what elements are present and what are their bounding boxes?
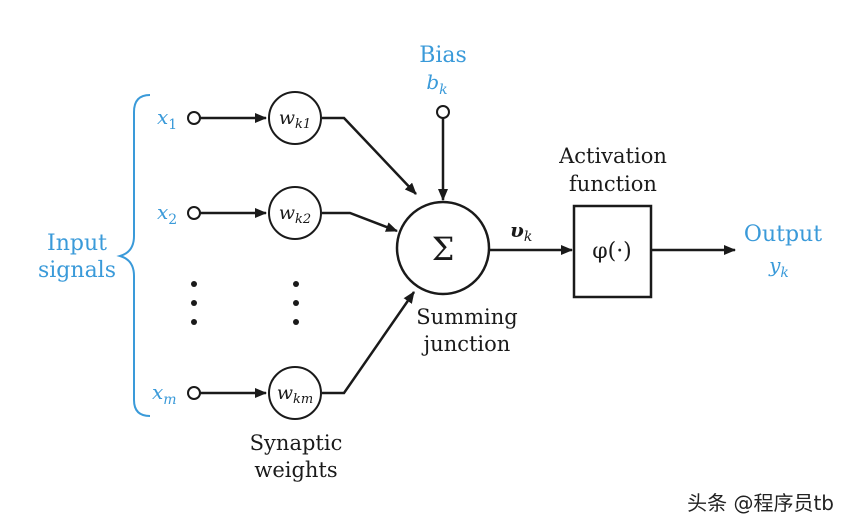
input-brace [116,94,151,417]
watermark: 头条 @程序员tb [687,491,834,515]
input-xm-node [187,386,201,400]
input-x1-node [187,111,201,125]
output-yk-label: yk [768,253,789,281]
input-xm-label: xm [152,380,177,408]
output-label: Output [744,222,822,247]
weight-wkm-node [268,366,322,420]
weights-ellipsis [293,281,299,325]
activation-phi-label: φ(·) [592,239,632,264]
weight-wk1-node [268,91,322,145]
weight-wk2-label: wk2 [279,202,311,227]
summing-junction-line1: Summing [416,305,517,329]
summing-junction-node [395,200,491,296]
input-x2-node [187,206,201,220]
inputs-ellipsis [191,281,197,325]
input-x1-label: x1 [157,105,177,133]
bias-label: Bias [419,43,467,68]
bias-bk-label: bk [426,70,447,98]
weight1-to-sum-arrow [322,116,417,195]
vk-label: υk [510,218,532,245]
activation-function-line2: function [569,172,657,196]
synaptic-weights-line2: weights [254,458,337,482]
weight-wk2-node [268,186,322,240]
sum-symbol: Σ [432,230,455,268]
activation-function-line1: Activation [558,144,667,168]
weight-wkm-label: wkm [277,382,313,407]
summing-junction-line2: junction [421,332,511,356]
weight2-to-sum-arrow [322,211,398,233]
weight-wk1-label: wk1 [279,107,311,132]
bias-node [436,105,450,119]
activation-function-box [572,204,653,299]
weightm-to-sum-arrow [322,291,416,395]
synaptic-weights-line1: Synaptic [250,431,343,455]
input-signals-label-line2: signals [38,258,116,283]
input-signals-label-line1: Input [47,231,107,256]
input-x2-label: x2 [157,200,177,228]
